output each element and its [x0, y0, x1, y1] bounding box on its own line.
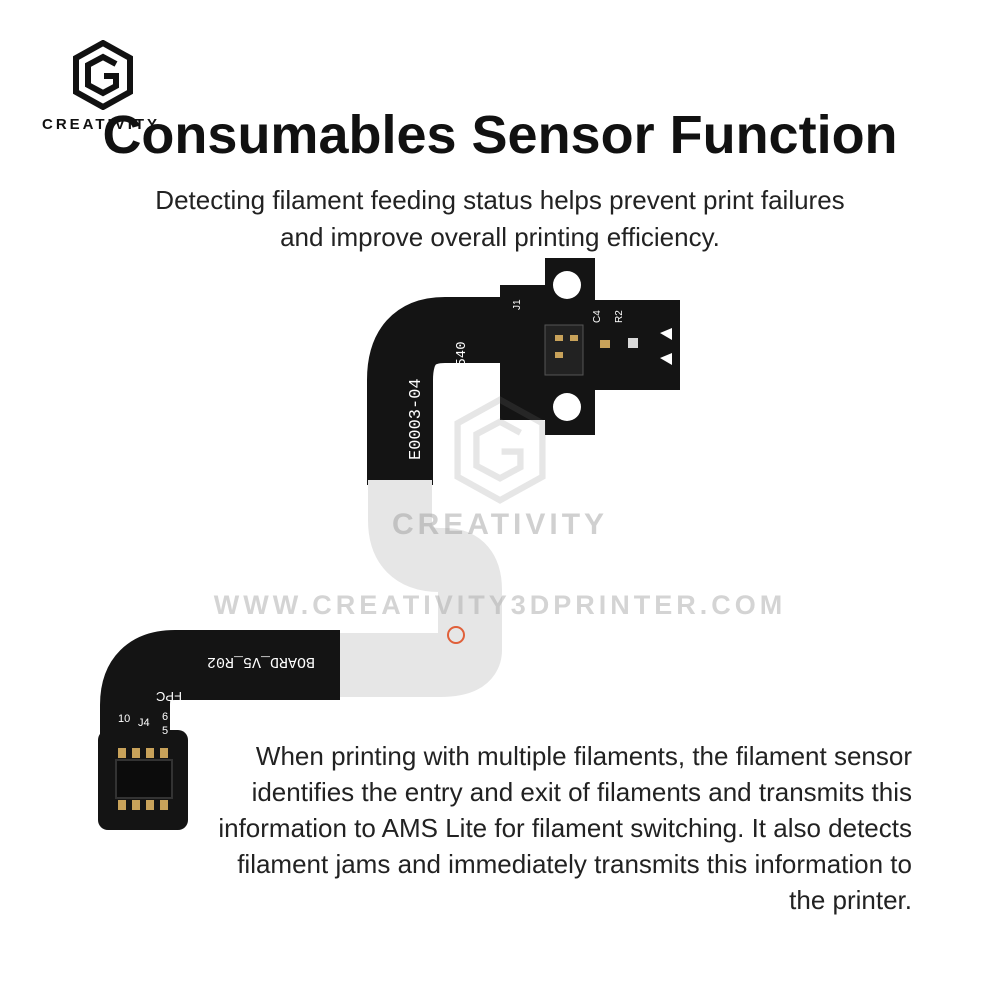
flex-cable-stiffener	[330, 480, 502, 697]
pcb-pin-6-label: 6	[162, 711, 168, 723]
page-subtitle: Detecting filament feeding status helps …	[155, 185, 845, 252]
flex-cable-lower	[100, 630, 340, 790]
mount-hole-bottom	[553, 393, 581, 421]
registered-mark-icon	[447, 626, 465, 644]
creativity-hexagon-c-icon	[73, 40, 133, 110]
pcb-c4-label: C4	[592, 310, 603, 323]
sensor-head-pcb	[500, 258, 680, 435]
connector-body	[115, 759, 173, 799]
mount-hole-top	[553, 271, 581, 299]
pcb-date-code: 2540	[454, 341, 470, 375]
flex-cable-dark-section	[367, 297, 500, 485]
watermark-brand: CREATIVITY	[391, 508, 609, 541]
sensor-component	[544, 324, 584, 376]
pcb-fpc-label: FPC	[156, 689, 182, 704]
pcb-board-name: BOARD_V5_R02	[207, 653, 315, 670]
pcb-connector-label: J4	[138, 717, 150, 729]
pcb-j1-label: J1	[512, 299, 523, 310]
watermark-logo-icon	[454, 396, 546, 504]
brand-logo: CREATIVITY	[40, 40, 180, 140]
feature-description: When printing with multiple filaments, t…	[218, 741, 912, 915]
connector-contacts	[118, 748, 168, 810]
brand-logo-text: CREATIVITY	[42, 116, 161, 133]
pcb-r2-label: R2	[614, 310, 625, 323]
pcb-pin-5-label: 5	[162, 725, 168, 737]
pcb-part-code: E0003-04	[407, 378, 426, 460]
page-title: Consumables Sensor Function	[102, 105, 898, 165]
watermark-url: WWW.CREATIVITY3DPRINTER.COM	[213, 590, 787, 620]
pcb-pin-10-label: 10	[118, 713, 130, 725]
